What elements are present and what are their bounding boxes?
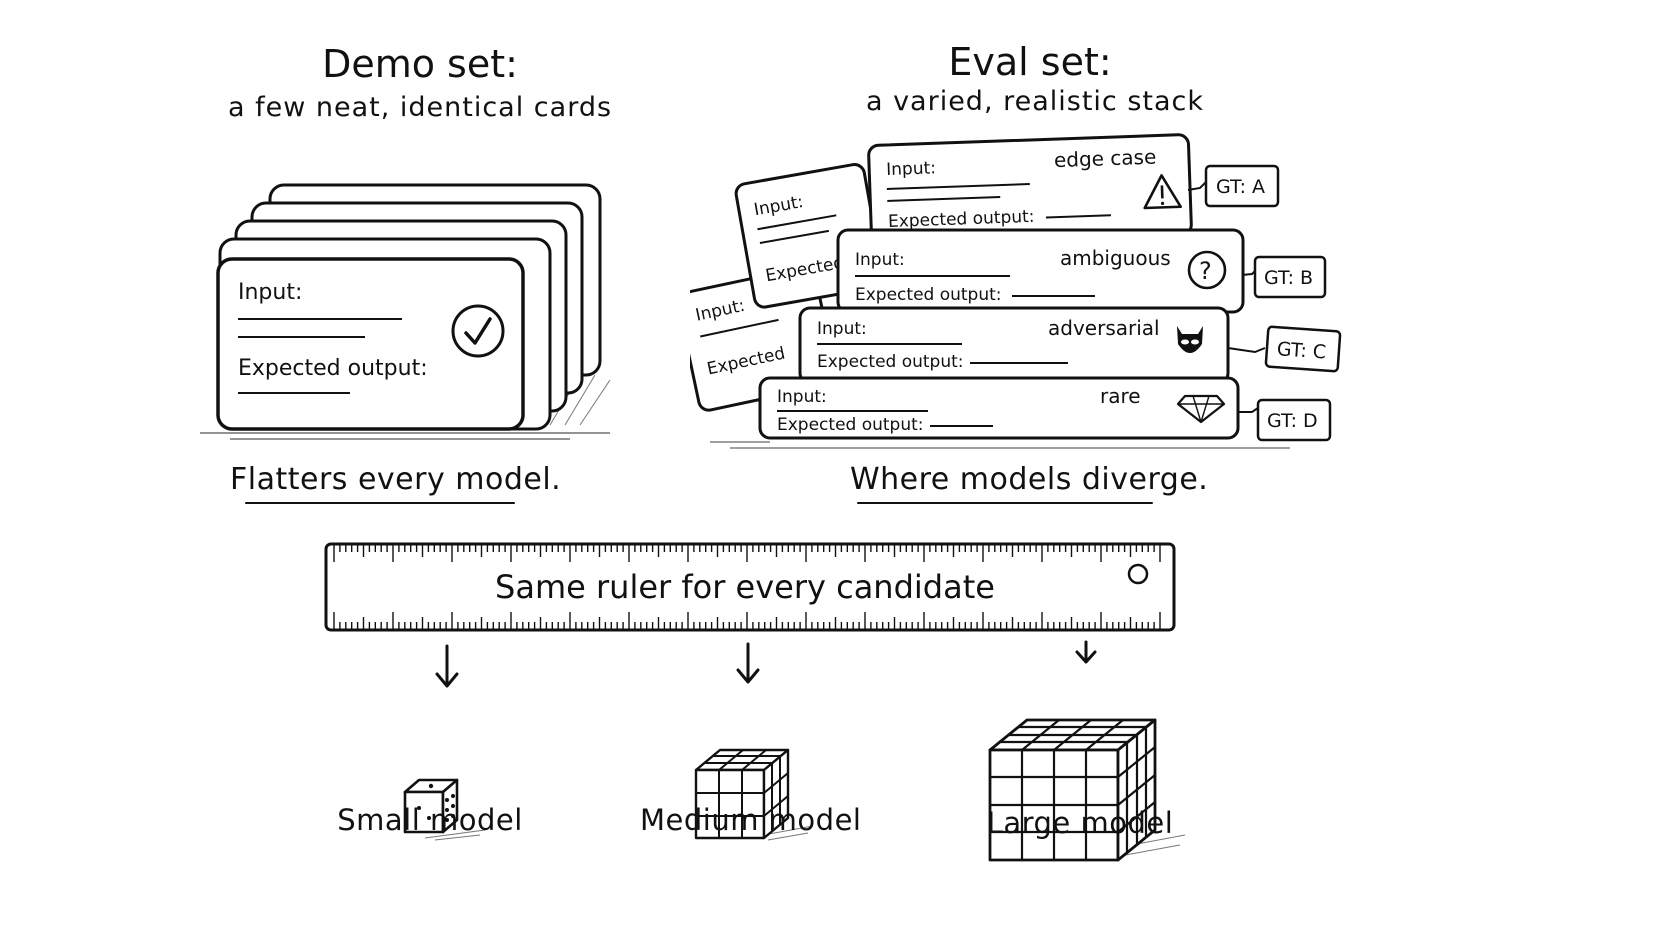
svg-text:Expected output:: Expected output:: [817, 352, 964, 372]
model-arrows: [435, 640, 1097, 688]
arrow-down-icon: [435, 644, 459, 688]
eval-heading: Eval set:: [948, 40, 1112, 84]
svg-text:GT: D: GT: D: [1267, 410, 1318, 432]
question-icon: ?: [1187, 250, 1227, 290]
demo-front-card: [216, 257, 525, 431]
ruler-hole: [1127, 563, 1149, 585]
diamond-icon: [1176, 394, 1226, 424]
demo-caption-underline: [245, 502, 515, 504]
demo-subheading: a few neat, identical cards: [227, 92, 613, 123]
gt-tag-c: GT: C: [1227, 325, 1342, 373]
eval-caption: Where models diverge.: [850, 462, 1209, 497]
gt-tag-a: GT: A: [1187, 164, 1280, 208]
eval-card-rare: Input: Expected output: rare: [758, 376, 1240, 440]
eval-kind-rare: rare: [1100, 384, 1141, 408]
demo-input-label: Input:: [238, 280, 302, 305]
svg-text:?: ?: [1199, 257, 1212, 285]
die-icon: [403, 778, 486, 841]
gt-tag-b: GT: B: [1241, 255, 1327, 299]
svg-text:Input:: Input:: [817, 319, 867, 339]
checkmark-icon: [451, 304, 505, 358]
svg-text:Expected output:: Expected output:: [855, 285, 1002, 305]
warning-icon: [1143, 174, 1182, 210]
ruler-label: Same ruler for every candidate: [495, 568, 995, 606]
demo-heading: Demo set:: [322, 42, 518, 86]
svg-text:GT: A: GT: A: [1216, 176, 1265, 198]
svg-text:GT: C: GT: C: [1276, 338, 1327, 363]
demo-output-label: Expected output:: [238, 356, 428, 381]
eval-card-stack: Input: Expected Input: Expected Input: E…: [690, 133, 1342, 449]
svg-text:Input:: Input:: [777, 387, 827, 407]
eval-kind-adversarial: adversarial: [1048, 316, 1160, 340]
svg-text:Expected output:: Expected output:: [777, 415, 924, 435]
eval-kind-ambiguous: ambiguous: [1060, 246, 1171, 270]
svg-text:Input:: Input:: [886, 158, 936, 180]
eval-card-edge-case: Input: Expected output: edge case: [867, 133, 1193, 247]
eval-subheading: a varied, realistic stack: [865, 86, 1205, 117]
model-label-medium: Medium model: [640, 803, 862, 837]
mask-icon: [1177, 326, 1203, 353]
cube-3x3-icon: [694, 748, 814, 841]
ruler: [324, 542, 1176, 632]
svg-text:GT: B: GT: B: [1264, 267, 1313, 289]
eval-caption-underline: [857, 502, 1153, 504]
eval-kind-edge-case: edge case: [1054, 145, 1157, 173]
svg-text:Input:: Input:: [855, 250, 905, 270]
gt-tag-d: GT: D: [1238, 398, 1332, 442]
model-label-large: Large model: [986, 806, 1174, 840]
demo-caption: Flatters every model.: [230, 462, 562, 497]
cube-4x4-icon: [988, 718, 1186, 862]
arrow-down-icon: [1075, 640, 1097, 664]
eval-card-adversarial: Input: Expected output: adversarial: [798, 306, 1230, 385]
model-label-small: Small model: [337, 803, 523, 837]
demo-card-stack: Input: Expected output:: [200, 183, 611, 440]
arrow-down-icon: [736, 642, 760, 684]
eval-card-ambiguous: Input: Expected output: ambiguous ?: [836, 228, 1245, 314]
